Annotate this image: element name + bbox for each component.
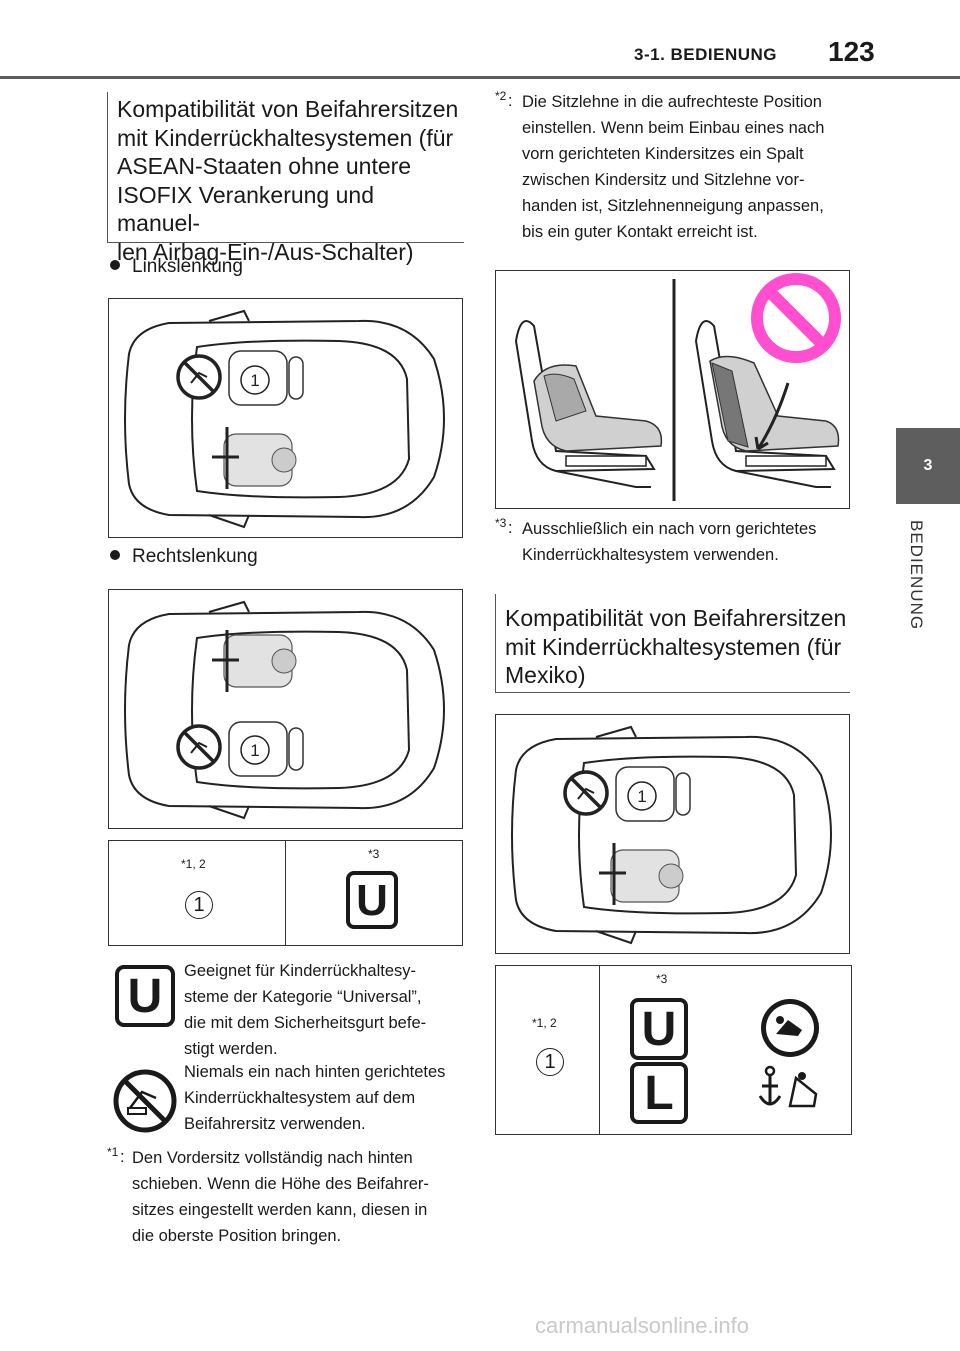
universal-badge: U (630, 998, 688, 1060)
left-compat-table: *1, 2 1 *3 U (108, 840, 463, 946)
isofix-anchor-icon (758, 1065, 818, 1108)
footnote-2-colon: : (508, 92, 513, 110)
right-table-col2: *3 U L (600, 966, 851, 1134)
watermark: carmanualsonline.info (535, 1313, 750, 1338)
bullet-rhd-label: Rechtslenkung (132, 546, 258, 567)
legend-universal-text: Geeignet für Kinderrückhaltesy- steme de… (184, 962, 427, 1058)
right-section-box (495, 594, 850, 693)
isofix-l-badge: L (630, 1062, 688, 1124)
legend-universal-icon: U (115, 965, 175, 1027)
legend-no-rear-text: Niemals ein nach hinten gerichtetes Kind… (184, 1063, 446, 1133)
left-table-col1: *1, 2 1 (109, 841, 286, 945)
bullet-dot (110, 259, 120, 270)
car-diagram-rhd-svg: 1 (124, 600, 445, 820)
page-number: 123 (828, 36, 875, 67)
right-table-col1: *1, 2 1 (496, 966, 600, 1134)
col1-value: 1 (536, 1048, 564, 1076)
bullet-rhd: Rechtslenkung (110, 546, 258, 568)
svg-text:1: 1 (250, 371, 259, 390)
footnote-2-text: Die Sitzlehne in die aufrechteste Positi… (522, 93, 825, 241)
seat-backrest-svg (514, 273, 841, 501)
bullet-lhd-label: Linkslenkung (132, 256, 243, 277)
left-section-title: Kompatibilität von Beifahrersitzen mit K… (117, 96, 459, 265)
footnote-3-colon: : (508, 519, 513, 537)
left-table-col2: *3 U (286, 841, 462, 945)
right-section-title: Kompatibilität von Beifahrersitzen mit K… (505, 605, 847, 688)
chapter-tab: 3 (896, 428, 960, 504)
footnote-3-text: Ausschließlich ein nach vorn gerichtetes… (522, 520, 817, 564)
footnote-1-colon: : (120, 1148, 125, 1166)
footnote-3-mark: *3 (495, 516, 507, 530)
car-diagram-mexico-svg: 1 (511, 725, 832, 945)
svg-text:1: 1 (250, 741, 259, 760)
svg-text:1: 1 (637, 787, 646, 806)
footnote-2-mark: *2 (495, 89, 507, 103)
car-diagram-lhd: 1 (108, 298, 463, 538)
forward-child-seat-icon (761, 999, 819, 1057)
car-diagram-rhd: 1 (108, 589, 463, 829)
footnote-1-mark: *1 (107, 1145, 119, 1159)
bullet-lhd: Linkslenkung (110, 256, 243, 278)
chapter-label: BEDIENUNG (907, 520, 926, 631)
right-compat-table: *1, 2 1 *3 U L (495, 965, 852, 1135)
header-rule (0, 76, 960, 79)
no-rear-facing-icon (113, 1069, 177, 1133)
col1-footnote: *1, 2 (532, 1016, 557, 1030)
footnote-1-text: Den Vordersitz vollständig nach hinten s… (132, 1149, 429, 1245)
col2-footnote: *3 (368, 847, 380, 861)
col1-footnote: *1, 2 (181, 857, 206, 871)
universal-badge: U (346, 871, 398, 929)
seat-backrest-figure (495, 270, 850, 509)
car-diagram-lhd-svg: 1 (124, 309, 445, 529)
bullet-dot (110, 549, 120, 560)
left-section-box (107, 92, 464, 243)
car-diagram-mexico: 1 (495, 714, 850, 954)
col2-footnote: *3 (656, 972, 668, 986)
header-section-title: 3-1. BEDIENUNG (634, 45, 778, 64)
col1-value: 1 (185, 891, 213, 919)
